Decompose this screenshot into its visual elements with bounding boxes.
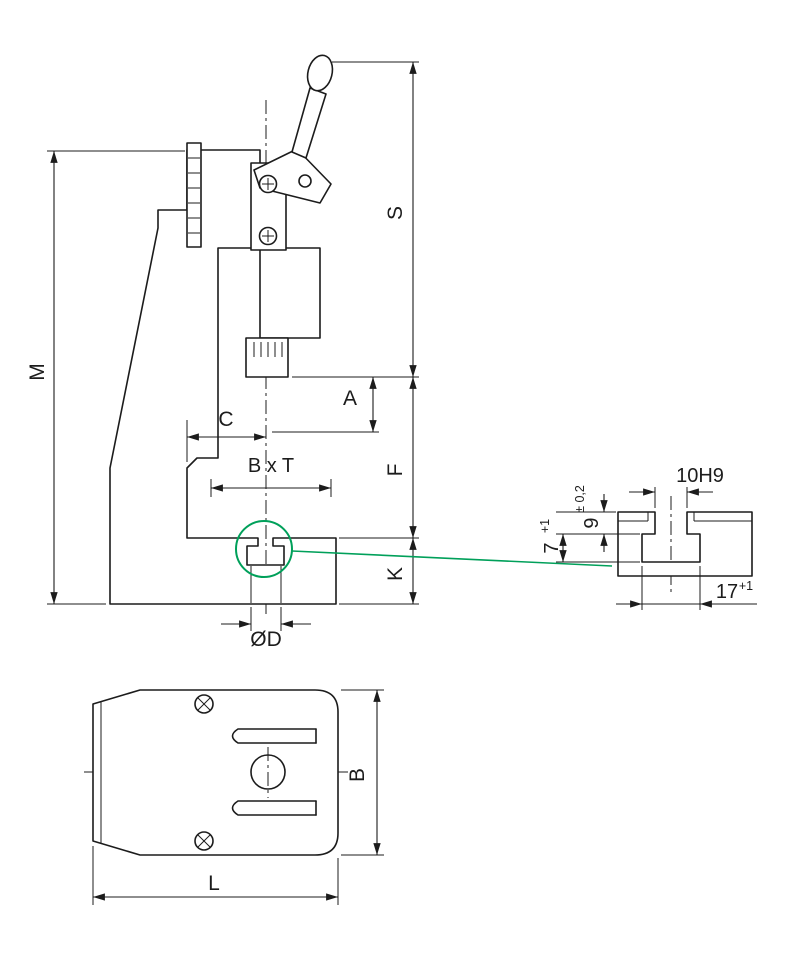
dim-label-bxt: B x T <box>248 455 294 477</box>
mounting-screw-bottom <box>194 831 214 851</box>
dim-label-depth-tolerance: ± 0,2 <box>573 485 587 513</box>
detail-leader-line <box>291 550 613 567</box>
dim-label-od: ØD <box>250 628 282 651</box>
handle-shaft <box>291 87 327 159</box>
detail-callout <box>235 520 613 578</box>
dim-label-m: M <box>26 363 49 381</box>
dim-label-s: S <box>384 206 407 220</box>
pivot-pin <box>298 174 312 188</box>
rear-rod-body <box>186 142 202 248</box>
dim-label-width: 17 <box>716 581 738 603</box>
dim-label-slot-width: 10H9 <box>676 465 724 487</box>
dim-label-k: K <box>384 567 407 581</box>
toggle-clamp <box>250 54 334 251</box>
base-plate-outline <box>92 689 339 856</box>
t-slot-section <box>617 511 753 577</box>
dim-label-lip-tolerance: +1 <box>538 519 552 533</box>
slot-upper <box>231 728 317 744</box>
side-view <box>109 54 337 615</box>
handle-grip <box>306 54 334 92</box>
detail-circle-marker <box>235 520 293 578</box>
rear-rod <box>186 142 202 248</box>
dim-label-c: C <box>218 408 233 431</box>
side-view-dimensions: M S A C B x T F K ØD <box>26 61 419 651</box>
plan-view: B L <box>84 689 384 905</box>
ram-housing-block <box>259 247 321 339</box>
dim-label-depth: 9 <box>581 517 603 528</box>
dim-label-lip: 7 <box>541 542 563 553</box>
detail-view: 10H9 9 ± 0,2 7 +1 17 +1 <box>538 465 757 610</box>
ram <box>245 337 289 378</box>
dim-label-b: B <box>346 768 369 782</box>
slot-lower <box>231 800 317 816</box>
dim-label-f: F <box>384 464 407 477</box>
dim-label-l: L <box>208 872 220 895</box>
dim-label-width-tolerance: +1 <box>739 579 753 593</box>
ram-body <box>245 337 289 378</box>
dim-label-a: A <box>343 387 357 410</box>
mounting-screw-top <box>194 694 214 714</box>
